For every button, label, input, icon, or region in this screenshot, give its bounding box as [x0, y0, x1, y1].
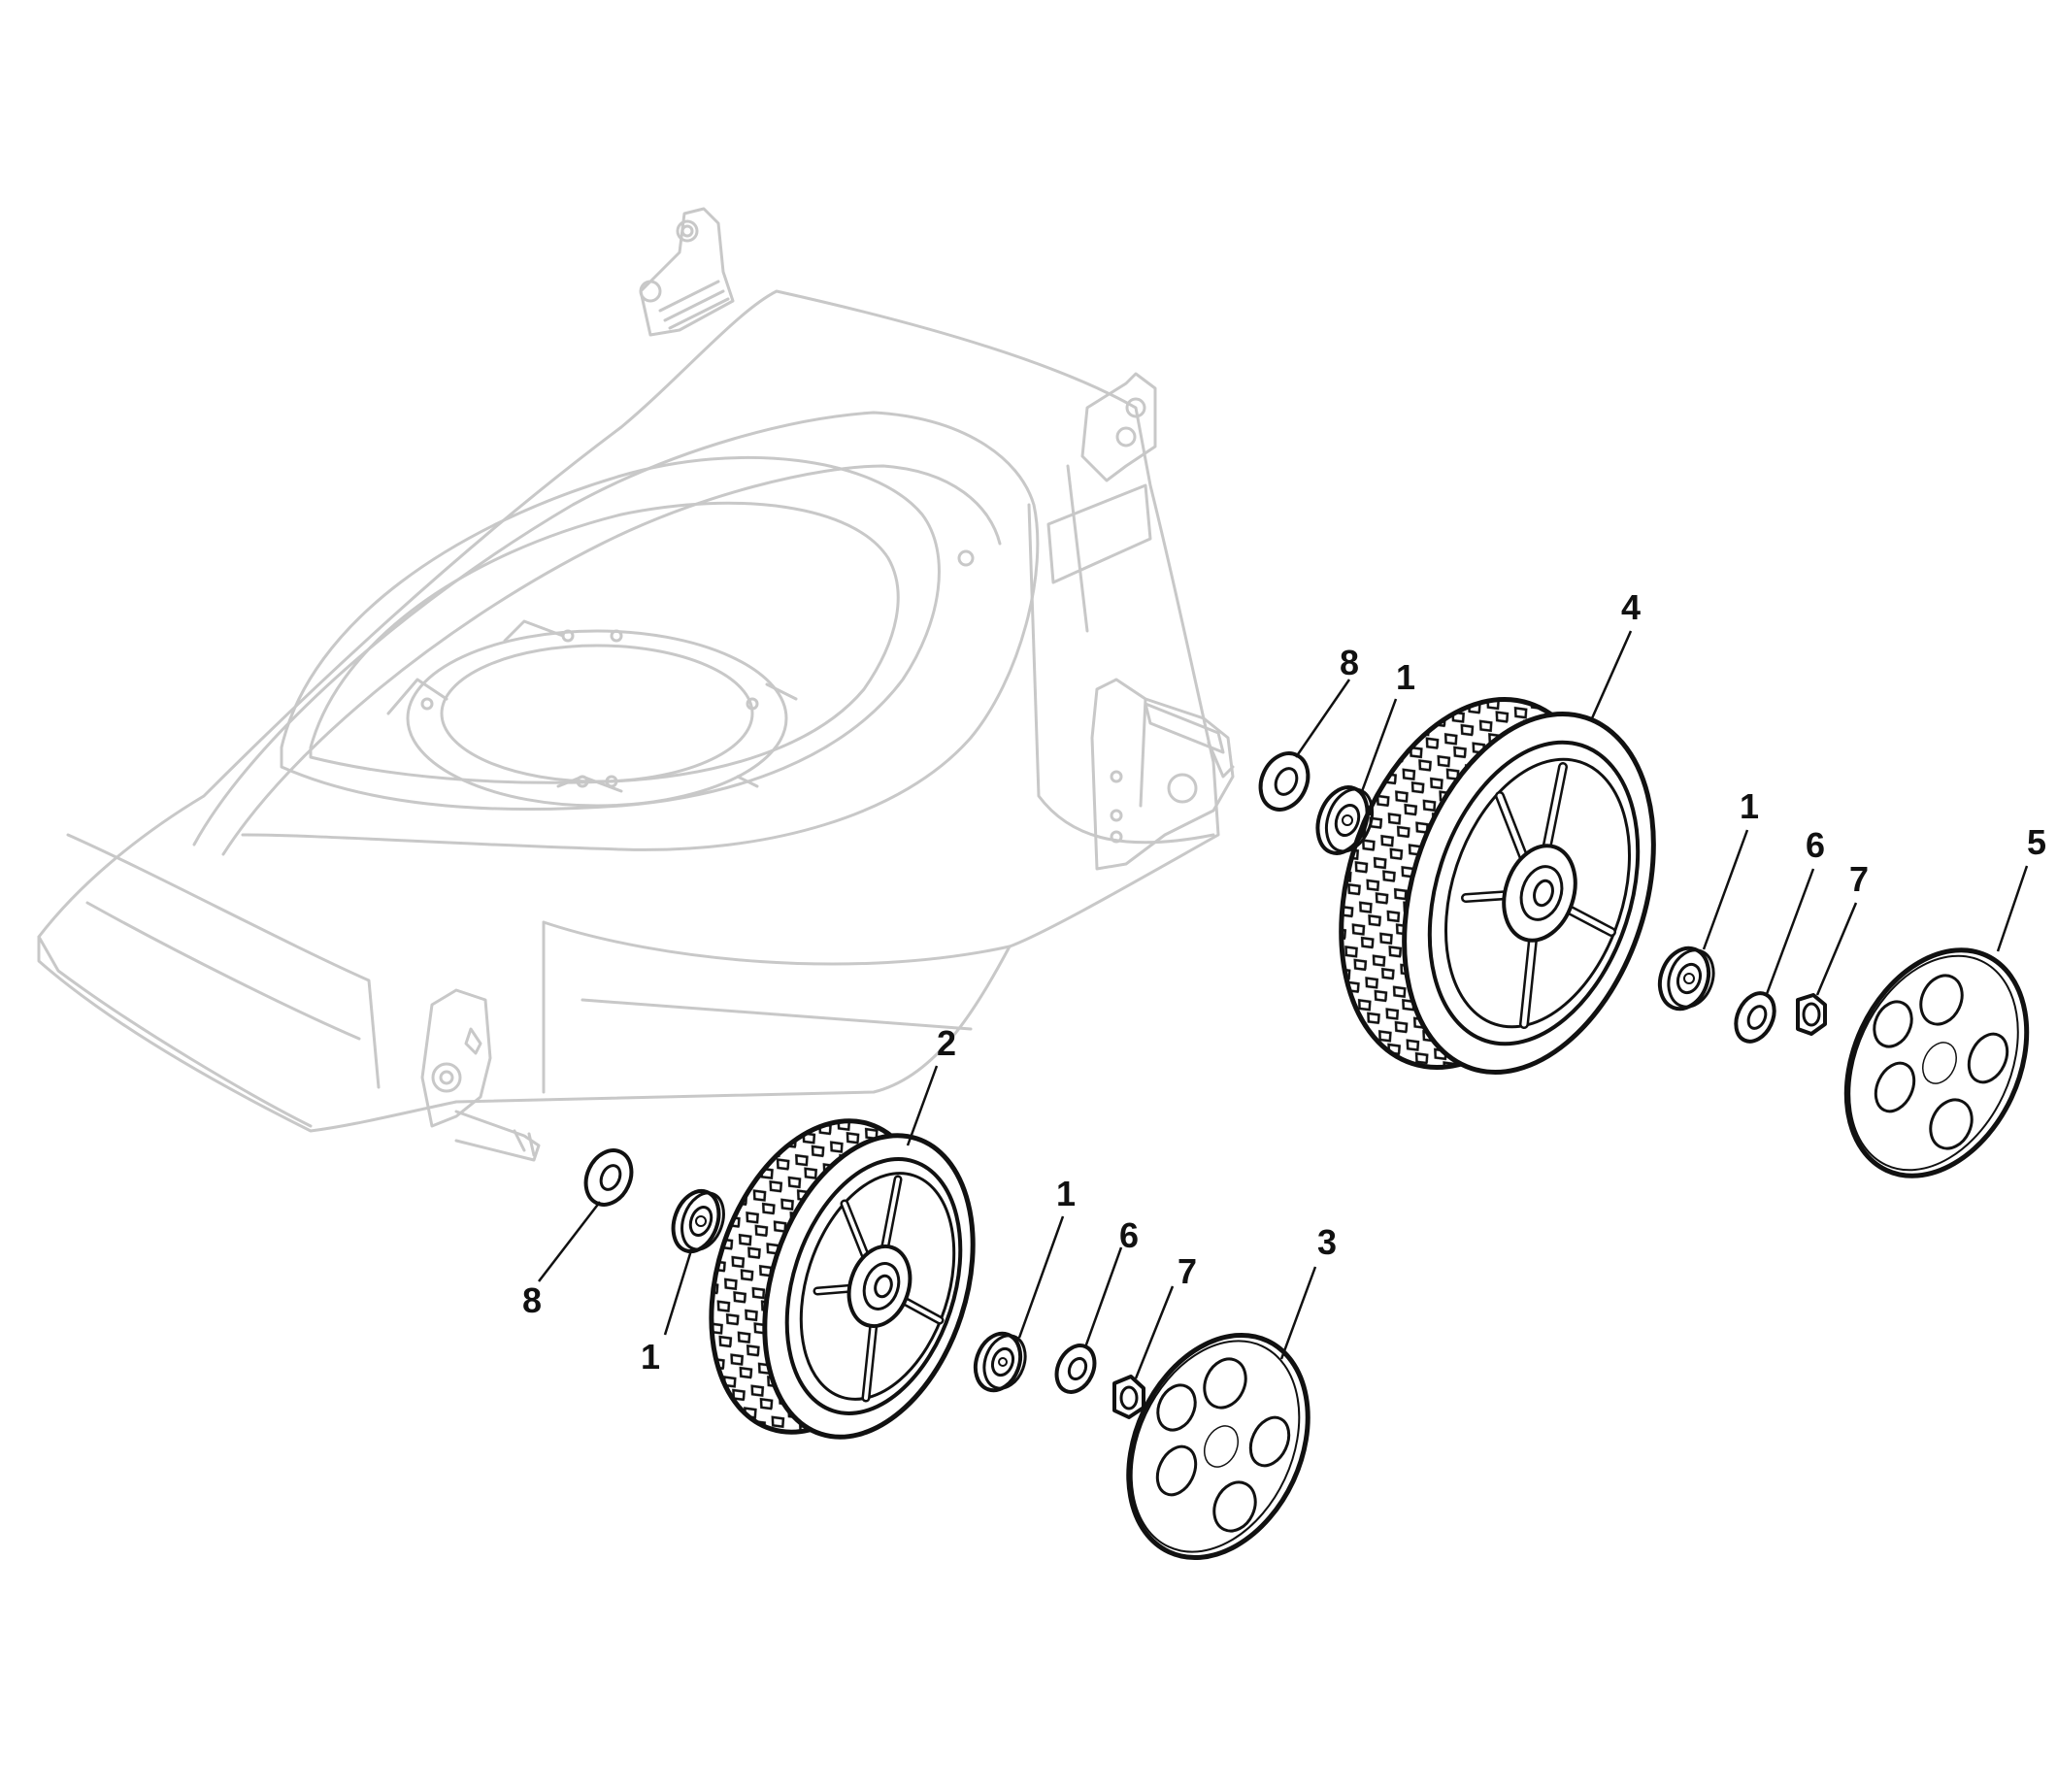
mower-deck	[37, 207, 1235, 1162]
callout-8-bottom: 8	[522, 1280, 542, 1320]
washer-top-outer	[1734, 991, 1776, 1044]
callout-2: 2	[937, 1023, 956, 1063]
callout-1-bottom-outer: 1	[1056, 1174, 1076, 1213]
callout-6-top: 6	[1806, 825, 1825, 865]
nut-bottom	[1112, 1375, 1145, 1419]
washer-top	[1258, 751, 1311, 812]
leader-lines	[538, 630, 2029, 1379]
callout-7-bottom: 7	[1178, 1251, 1197, 1291]
washer-bottom	[583, 1148, 634, 1207]
bearing-bottom-outer	[973, 1331, 1027, 1393]
nut-top	[1796, 993, 1827, 1036]
callout-labels: 8 1 4 1 6 7 5 2 8 1 1 6 7 3	[522, 587, 2046, 1377]
callout-1-top-inner: 1	[1396, 657, 1415, 697]
bearing-top-outer	[1657, 946, 1715, 1012]
upper-wheel-assembly	[1258, 697, 2030, 1178]
callout-8-top: 8	[1340, 643, 1359, 682]
lower-wheel-assembly	[583, 1118, 1311, 1561]
callout-1-top-outer: 1	[1740, 786, 1759, 826]
callout-7-top: 7	[1849, 859, 1869, 899]
hubcap-top	[1843, 947, 2030, 1178]
callout-1-bottom-inner: 1	[641, 1337, 660, 1377]
callout-5: 5	[2027, 822, 2046, 862]
washer-bottom-outer	[1054, 1344, 1097, 1394]
hubcap-bottom	[1126, 1332, 1311, 1561]
callout-6-bottom: 6	[1119, 1215, 1139, 1255]
callout-4: 4	[1621, 587, 1641, 627]
callout-3: 3	[1317, 1222, 1337, 1262]
wheel-bottom	[709, 1118, 976, 1440]
wheel-top	[1339, 697, 1656, 1075]
